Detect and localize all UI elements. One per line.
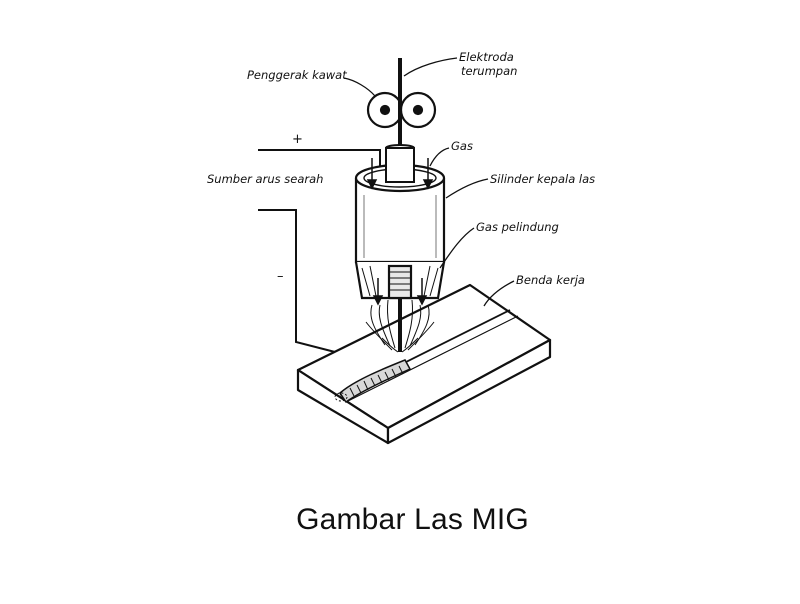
label-electrode-line2: terumpan	[461, 64, 517, 78]
weld-bead	[334, 359, 412, 404]
figure-caption: Gambar Las MIG	[296, 503, 529, 536]
shield-gas-streams	[365, 299, 435, 353]
label-wire-feeder: Penggerak kawat	[247, 68, 347, 82]
power-cables	[258, 149, 381, 353]
diagram-labels: Elektroda terumpan Penggerak kawat Gas S…	[207, 50, 595, 287]
label-gas: Gas	[451, 139, 473, 153]
gas-flow-arrows	[366, 158, 434, 306]
label-power-source: Sumber arus searah	[207, 172, 323, 186]
label-electrode-line1: Elektroda	[459, 50, 514, 64]
workpiece	[296, 283, 552, 445]
leader-lines	[343, 57, 515, 307]
label-positive: +	[292, 132, 303, 147]
label-shield-gas: Gas pelindung	[476, 220, 559, 234]
label-nozzle: Silinder kepala las	[490, 172, 595, 186]
label-workpiece: Benda kerja	[516, 273, 585, 287]
label-negative: –	[277, 269, 284, 284]
nozzle	[354, 147, 446, 300]
wire-feeder-rollers	[366, 91, 437, 129]
